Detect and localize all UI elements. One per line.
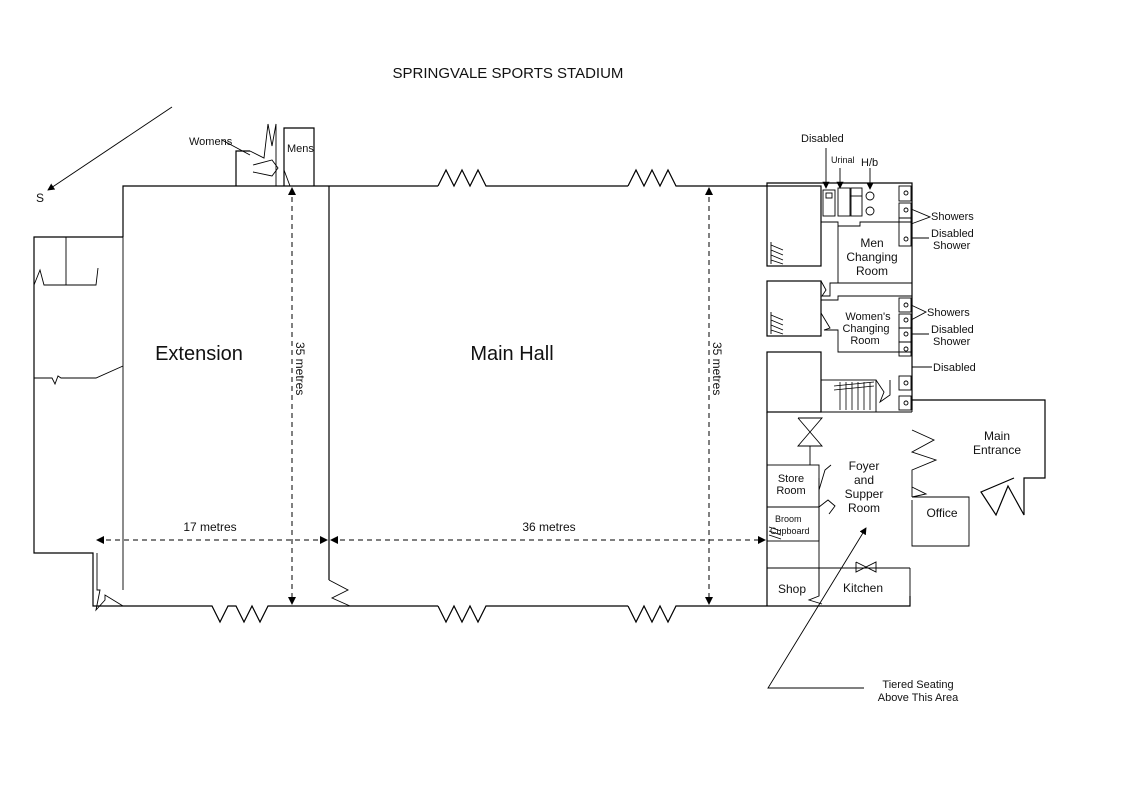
foyer-line3: Supper [845, 487, 884, 501]
disabled-shower-1-line1: Disabled [931, 228, 974, 240]
mens-wc-label: Mens [287, 143, 314, 155]
wc-block: Womens Mens [189, 123, 315, 187]
main-hall-label: Main Hall [470, 343, 553, 365]
men-changing-line1: Men [860, 236, 883, 250]
womens-wc-label: Womens [189, 136, 233, 148]
womens-changing-line2: Changing [842, 323, 889, 335]
men-changing-line3: Room [856, 264, 888, 278]
men-changing-line2: Changing [846, 250, 897, 264]
disabled-2-label: Disabled [933, 362, 976, 374]
dimension-lines: 17 metres 36 metres 35 metres 35 metres [96, 187, 766, 605]
main-entrance-line2: Entrance [973, 443, 1021, 457]
hall-depth-label: 35 metres [710, 342, 724, 395]
kitchen-label: Kitchen [843, 581, 883, 595]
extension-width-label: 17 metres [183, 520, 236, 534]
changing-callouts: Disabled Urinal H/b Showers Disabled Sho… [801, 133, 976, 374]
womens-changing-line1: Women's [845, 311, 891, 323]
extension-depth-label: 35 metres [293, 342, 307, 395]
hb-label: H/b [861, 157, 878, 169]
broom-line2: Cupboard [770, 526, 810, 536]
womens-changing-line3: Room [850, 335, 879, 347]
foyer-block: Store Room Broom Cupboard Shop Kitchen F… [766, 399, 1046, 606]
compass-label: S [36, 191, 44, 205]
foyer-line2: and [854, 473, 874, 487]
shop-label: Shop [778, 582, 806, 596]
broom-line1: Broom [775, 514, 802, 524]
changing-block: Men Changing Room Women's Changing Room [766, 185, 913, 413]
urinal-label: Urinal [831, 155, 855, 165]
foyer-line1: Foyer [849, 459, 880, 473]
tiered-seating-line2: Above This Area [878, 692, 959, 704]
plan-title: SPRINGVALE SPORTS STADIUM [393, 65, 624, 82]
partition-wall [328, 186, 351, 607]
office-label: Office [926, 506, 957, 520]
showers-1-label: Showers [931, 211, 974, 223]
showers-2-label: Showers [927, 307, 970, 319]
compass-south-arrow: S [36, 106, 173, 205]
disabled-shower-2-line2: Shower [933, 336, 971, 348]
disabled-top-label: Disabled [801, 133, 844, 145]
main-entrance-line1: Main [984, 429, 1010, 443]
store-room-line2: Room [776, 485, 805, 497]
store-room-line1: Store [778, 473, 804, 485]
outer-walls [33, 168, 913, 624]
foyer-line4: Room [848, 501, 880, 515]
disabled-shower-2-line1: Disabled [931, 324, 974, 336]
disabled-shower-1-line2: Shower [933, 240, 971, 252]
tiered-seating-callout: Tiered Seating Above This Area [767, 527, 959, 704]
tiered-seating-line1: Tiered Seating [882, 679, 953, 691]
extension-label: Extension [155, 343, 243, 365]
hall-width-label: 36 metres [522, 520, 575, 534]
